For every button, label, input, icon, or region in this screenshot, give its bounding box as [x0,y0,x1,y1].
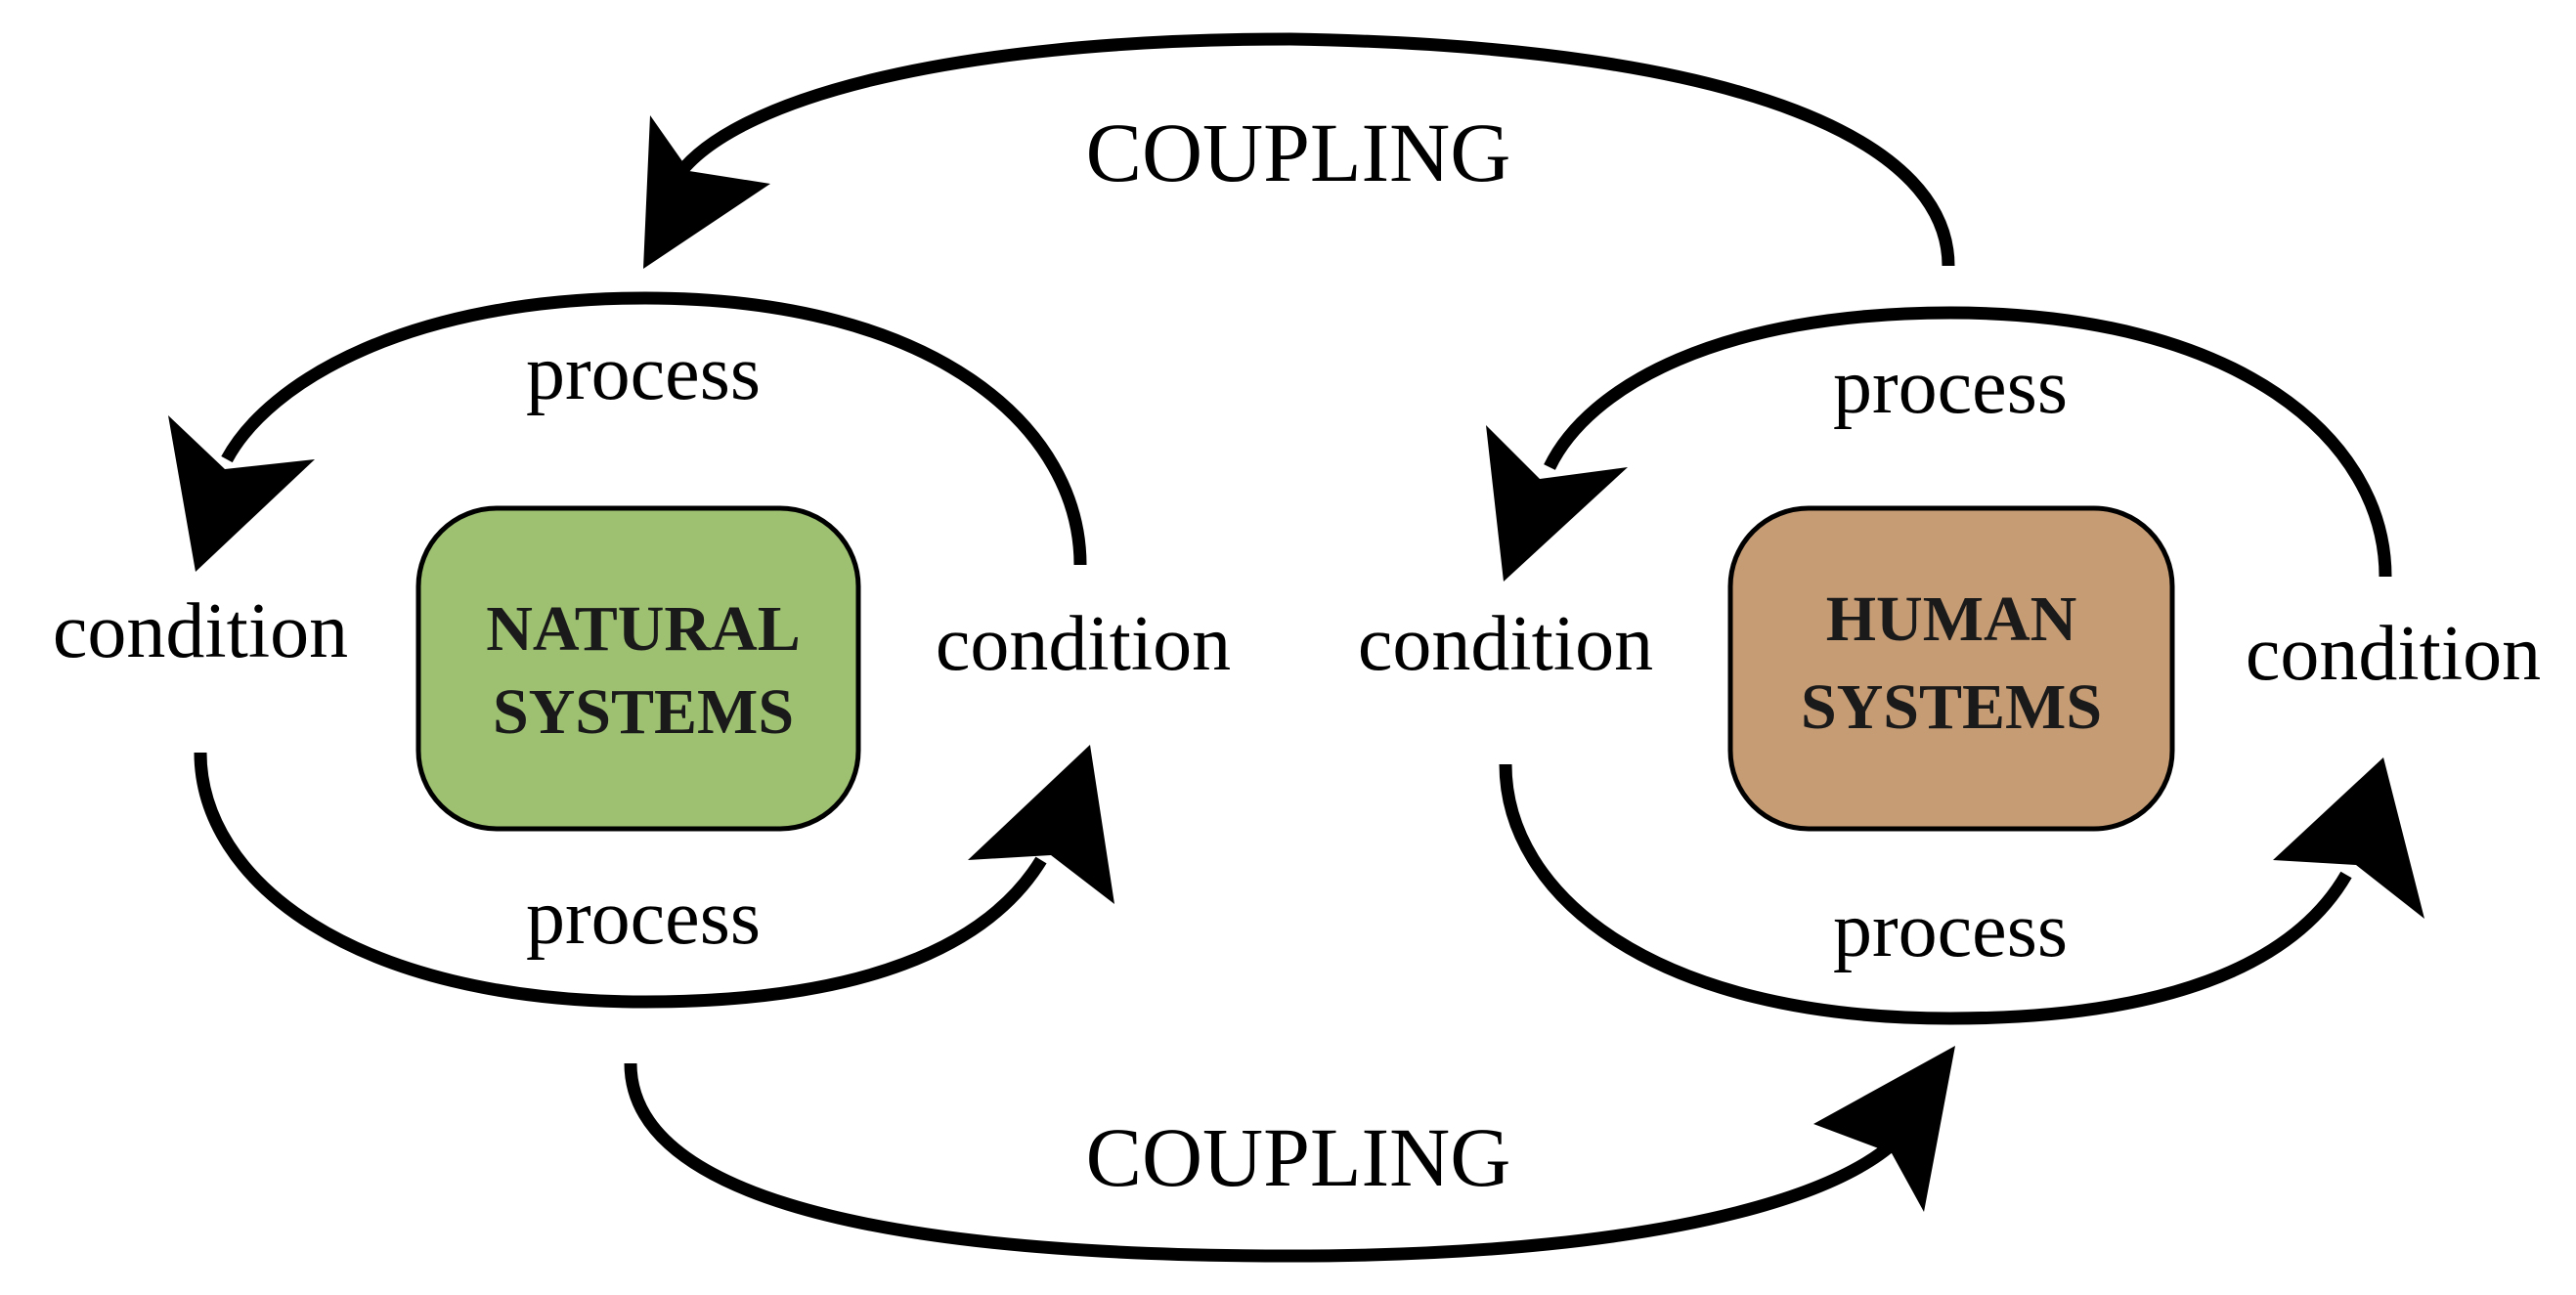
coupling-bottom-label: COUPLING [1086,1110,1511,1204]
human-process-bottom-label: process [1833,887,2068,973]
natural-systems-box-bg [415,505,861,832]
human-loop-top-arrowhead [1486,425,1628,582]
natural-condition-right-label: condition [936,601,1231,687]
coupling-top-arrowhead [643,115,770,269]
natural-systems-line1: NATURAL [486,593,800,665]
human-systems-box: HUMAN SYSTEMS [1727,505,2175,832]
coupling-top-arrow [669,32,1955,267]
natural-process-bottom-label: process [526,875,761,961]
natural-systems-line2: SYSTEMS [493,676,794,748]
human-condition-left-label: condition [1358,601,1653,687]
natural-process-top-label: process [526,330,761,416]
human-loop-bottom-arc [1499,763,2352,1025]
coupling-bottom-arrowhead [1813,1046,1955,1212]
human-loop-top-arc [1544,306,2392,578]
natural-loop-top-arc [221,291,1087,566]
natural-systems-box: NATURAL SYSTEMS [415,505,861,832]
human-systems-line1: HUMAN [1826,583,2077,655]
natural-loop-top-arrowhead [168,415,315,572]
human-systems-line2: SYSTEMS [1801,671,2102,743]
human-condition-right-label: condition [2246,611,2541,697]
natural-loop-bottom-arrowhead [968,745,1114,904]
coupling-top-label: COUPLING [1086,106,1511,199]
human-loop-bottom-arrowhead [2273,757,2424,919]
human-systems-box-bg [1727,505,2175,832]
coupling-bottom-arrow [624,1062,1922,1263]
natural-loop-bottom-arc [194,752,1047,1009]
human-process-top-label: process [1833,344,2068,430]
natural-condition-left-label: condition [53,588,348,674]
